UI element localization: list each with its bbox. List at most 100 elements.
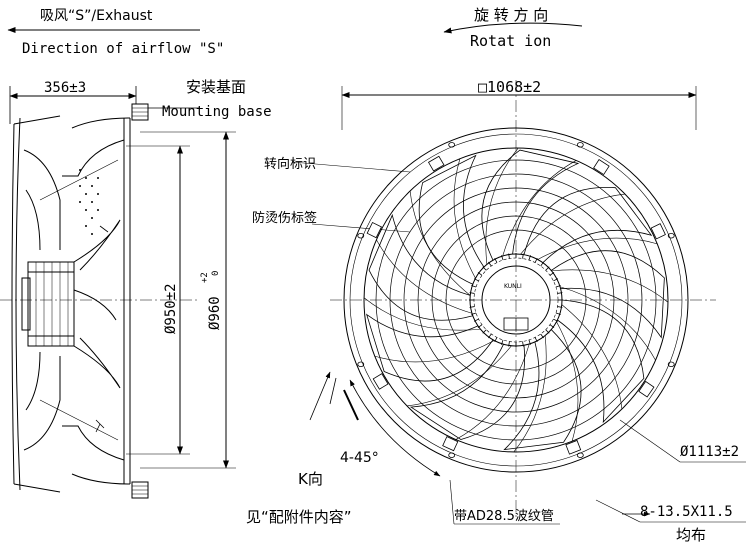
guard-spoke <box>551 269 669 303</box>
vertical-dimensions <box>126 131 236 469</box>
hub-tooth <box>522 253 524 259</box>
hub-tooth <box>477 272 483 276</box>
hub-tooth <box>473 278 479 282</box>
rotation-label-group: 旋 转 方 向 Rotat ion <box>443 6 583 50</box>
mounting-hole <box>576 452 584 458</box>
guard-spoke <box>556 321 579 442</box>
guard-spoke <box>455 343 530 440</box>
guard-spoke <box>406 345 512 407</box>
guard-spoke <box>485 147 519 265</box>
guard-spoke <box>376 239 473 314</box>
fan-blade <box>503 329 582 451</box>
hub-tooth <box>545 266 550 271</box>
hub-tooth <box>488 261 492 267</box>
rotation-label-cn: 旋 转 方 向 <box>474 6 548 24</box>
mounting-base-label-en: Mounting base <box>162 104 272 120</box>
hub-tooth <box>494 257 498 263</box>
hub-tooth <box>482 329 487 334</box>
guard-clip <box>442 436 459 452</box>
guard-clip <box>565 439 582 455</box>
side-view <box>0 86 200 499</box>
guard-spoke <box>502 160 577 257</box>
guard-spoke <box>374 340 495 363</box>
angle-dim: 4-45° <box>340 450 379 466</box>
hub-tooth <box>553 278 559 282</box>
hub-tooth <box>522 341 524 347</box>
hub-tooth <box>488 333 492 339</box>
burn-warning-label: 防烫伤标签 <box>252 210 317 226</box>
hub-tooth <box>534 337 538 343</box>
rotation-label-en: Rotat ion <box>470 32 551 50</box>
hub-tooth <box>501 339 504 345</box>
hub-tooth <box>508 341 510 347</box>
dim-950: Ø950±2 <box>163 283 179 334</box>
fan-blade <box>523 187 653 263</box>
hub-tooth <box>469 306 475 308</box>
guard-spoke <box>520 193 626 255</box>
holes-dim: 8-13.5X11.5 <box>640 504 733 520</box>
airflow-direction-label: Direction of airflow "S" <box>22 41 224 57</box>
guard-spoke <box>513 335 547 453</box>
guard-clip <box>366 221 382 239</box>
dim-depth: 356±3 <box>44 80 86 96</box>
guard-clip <box>638 380 655 398</box>
fan-blade <box>551 250 665 339</box>
dim-960: Ø960 <box>207 296 223 330</box>
hub-tooth <box>477 324 483 328</box>
k-view-label: K向 <box>298 470 323 488</box>
hub-tooth <box>555 285 561 288</box>
fan-blade <box>418 154 485 285</box>
guard-clip <box>427 155 445 172</box>
guard-spoke <box>453 158 476 279</box>
mounting-hole <box>667 233 675 239</box>
dim-960-tol-upper: +2 <box>200 272 210 283</box>
guard-spoke <box>559 286 656 361</box>
hub-tooth <box>540 333 544 339</box>
guard-spoke <box>561 304 623 410</box>
guard-spoke <box>537 237 658 260</box>
hub-tooth <box>528 255 531 261</box>
front-view <box>291 80 746 525</box>
fan-blade <box>409 344 526 440</box>
hub-tooth <box>545 329 550 334</box>
fan-blade <box>481 149 580 261</box>
guard-clip <box>593 159 610 176</box>
mounting-hole <box>448 452 456 458</box>
fan-blade <box>365 313 494 382</box>
mounting-hole <box>357 361 365 367</box>
hub-tooth <box>528 339 531 345</box>
hub-tooth <box>557 292 563 294</box>
rotation-mark-label: 转向标识 <box>264 156 316 172</box>
dim-1113: Ø1113±2 <box>680 444 739 460</box>
guard-spoke <box>363 297 481 331</box>
mounting-hole <box>576 142 584 148</box>
guard-clip <box>650 223 666 240</box>
hub-tooth <box>549 324 555 328</box>
guard-clip <box>372 373 389 390</box>
dim-square: □1068±2 <box>478 78 541 96</box>
airflow-label-group: 吸风“S”/Exhaust Direction of airflow "S" <box>7 8 224 57</box>
evenly-label: 均布 <box>676 526 706 544</box>
hub-tooth <box>469 292 475 294</box>
fan-blade <box>368 213 473 321</box>
mounting-hole <box>357 233 365 239</box>
hub-tooth <box>540 261 544 267</box>
hub-tooth <box>508 253 510 259</box>
hub-tooth <box>501 255 504 261</box>
hub-tooth <box>553 318 559 322</box>
mounting-hole <box>448 142 456 148</box>
mounting-hole <box>667 361 675 367</box>
dim-960-tol-lower: 0 <box>211 271 221 276</box>
hub-logo: KUNLI <box>504 283 522 290</box>
conduit-label: 带AD28.5波纹管 <box>454 509 554 524</box>
see-attachment-label: 见“配附件内容” <box>246 508 352 526</box>
hub-tooth <box>555 312 561 315</box>
exhaust-label: 吸风“S”/Exhaust <box>40 8 153 24</box>
hub-tooth <box>494 337 498 343</box>
fan-blade <box>557 299 645 424</box>
hub-tooth <box>473 318 479 322</box>
hub-tooth <box>557 306 563 308</box>
guard-spoke <box>409 190 471 296</box>
hub-tooth <box>549 272 555 276</box>
